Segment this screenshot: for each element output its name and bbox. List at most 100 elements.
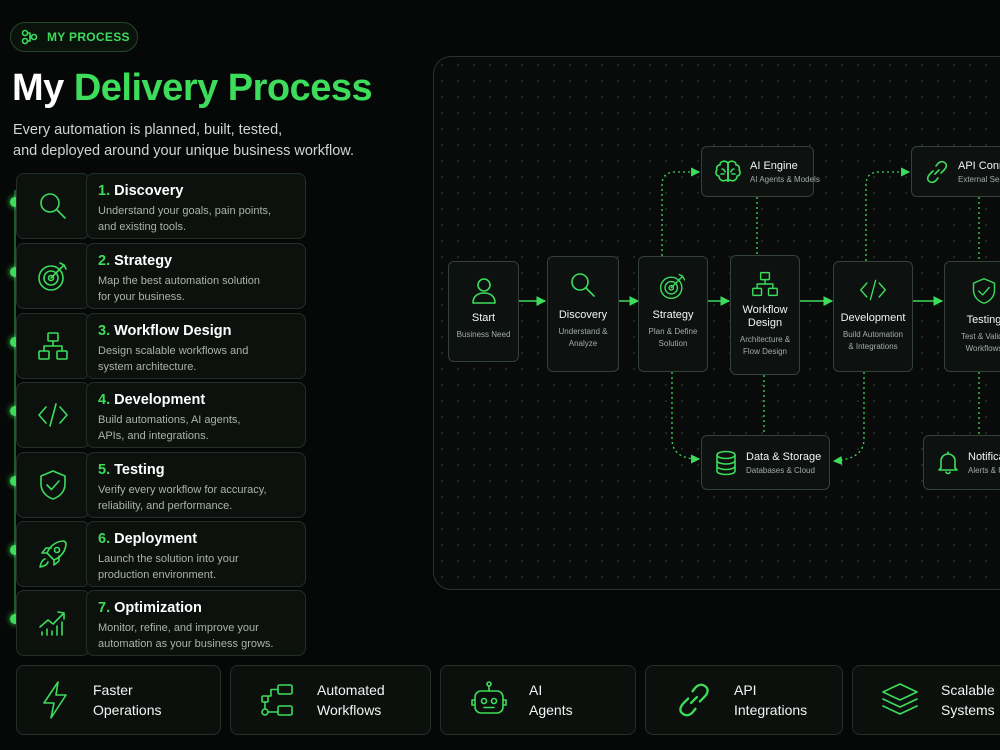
subtitle-line-2: and deployed around your unique business… xyxy=(13,143,354,159)
badge-label: MY PROCESS xyxy=(47,30,130,44)
node-development[interactable]: Development Build Automation& Integratio… xyxy=(833,261,913,372)
step-text: 5.Testing Verify every workflow for accu… xyxy=(86,452,306,518)
brain-icon xyxy=(714,159,742,185)
node-data-storage[interactable]: Data & Storage Databases & Cloud xyxy=(701,435,830,490)
step-icon-box xyxy=(16,521,90,587)
node-subtitle: Databases & Cloud xyxy=(746,465,815,475)
node-title: Data & Storage xyxy=(746,450,822,463)
title-white: My xyxy=(12,67,64,109)
step-deployment[interactable]: 6.Deployment Launch the solution into yo… xyxy=(10,521,306,587)
step-icon-box xyxy=(16,173,90,239)
database-icon xyxy=(714,450,738,476)
timeline-dot xyxy=(10,197,20,207)
bell-icon xyxy=(936,450,960,476)
step-text: 2.Strategy Map the best automation solut… xyxy=(86,243,306,309)
step-title: 1.Discovery xyxy=(98,183,184,199)
hierarchy-icon xyxy=(731,270,799,298)
node-subtitle: External Servi xyxy=(958,174,1000,184)
search-icon xyxy=(548,271,618,299)
step-title: 3.Workflow Design xyxy=(98,323,232,339)
subtitle-line-1: Every automation is planned, built, test… xyxy=(13,122,283,138)
link-icon xyxy=(924,159,950,185)
timeline-dot xyxy=(10,337,20,347)
layers-icon xyxy=(875,681,925,719)
step-description: Understand your goals, pain points,and e… xyxy=(98,205,272,233)
node-discovery[interactable]: Discovery Understand &Analyze xyxy=(547,256,619,372)
node-title: Development xyxy=(840,312,906,324)
link-icon xyxy=(668,681,720,719)
timeline-dot xyxy=(10,406,20,416)
node-subtitle: AI Agents & Models xyxy=(750,174,820,184)
step-development[interactable]: 4.Development Build automations, AI agen… xyxy=(10,382,306,448)
step-title: 2.Strategy xyxy=(98,253,173,269)
page-subtitle: Every automation is planned, built, test… xyxy=(13,120,403,162)
step-text: 3.Workflow Design Design scalable workfl… xyxy=(86,313,306,379)
step-title: 4.Development xyxy=(98,392,206,408)
node-title: Start xyxy=(471,312,496,324)
node-title: Strategy xyxy=(652,309,694,321)
title-green: Delivery Process xyxy=(73,67,373,109)
step-title: 6.Deployment xyxy=(98,531,198,547)
user-icon xyxy=(449,276,518,306)
node-title: AI Engine xyxy=(750,159,798,172)
flow-diagram-panel: Start Business Need Discovery Understand… xyxy=(433,56,1000,590)
node-subtitle: Alerts & U xyxy=(968,465,1000,475)
node-subtitle: Architecture &Flow Design xyxy=(739,335,791,356)
step-text: 4.Development Build automations, AI agen… xyxy=(86,382,306,448)
lightning-icon xyxy=(25,680,85,720)
node-api-connect[interactable]: API Conne External Servi xyxy=(911,146,1000,197)
shield-check-icon xyxy=(945,276,1000,306)
node-title: Notifica xyxy=(968,450,1000,463)
step-testing[interactable]: 5.Testing Verify every workflow for accu… xyxy=(10,452,306,518)
target-icon xyxy=(36,259,70,293)
step-icon-box xyxy=(16,243,90,309)
step-icon-box xyxy=(16,590,90,656)
step-text: 7.Optimization Monitor, refine, and impr… xyxy=(86,590,306,656)
step-description: Build automations, AI agents,APIs, and i… xyxy=(98,414,241,442)
node-subtitle: Test & ValidaWorkflows xyxy=(960,332,1000,353)
code-icon xyxy=(834,276,912,304)
step-strategy[interactable]: 2.Strategy Map the best automation solut… xyxy=(10,243,306,309)
code-icon xyxy=(36,399,70,431)
workflow-icon xyxy=(249,682,305,718)
step-optimization[interactable]: 7.Optimization Monitor, refine, and impr… xyxy=(10,590,306,656)
step-discovery[interactable]: 1.Discovery Understand your goals, pain … xyxy=(10,173,306,239)
connector-lines xyxy=(519,167,980,466)
step-text: 6.Deployment Launch the solution into yo… xyxy=(86,521,306,587)
node-start[interactable]: Start Business Need xyxy=(448,261,519,362)
timeline-dot xyxy=(10,476,20,486)
node-title: Testing xyxy=(966,314,1000,326)
timeline-dot xyxy=(10,267,20,277)
step-workflow-design[interactable]: 3.Workflow Design Design scalable workfl… xyxy=(10,313,306,379)
node-notifications[interactable]: Notifica Alerts & U xyxy=(923,435,1000,490)
node-testing[interactable]: Testing Test & ValidaWorkflows xyxy=(944,261,1000,372)
flow-icon xyxy=(21,29,39,45)
timeline-line xyxy=(14,190,16,620)
node-subtitle: Understand &Analyze xyxy=(558,327,608,348)
node-title: Discovery xyxy=(558,309,608,321)
search-icon xyxy=(37,190,69,222)
hierarchy-icon xyxy=(37,330,69,362)
node-title: API Conne xyxy=(958,159,1000,172)
step-description: Verify every workflow for accuracy,relia… xyxy=(98,484,267,512)
step-title: 7.Optimization xyxy=(98,600,202,616)
node-subtitle: Business Need xyxy=(456,330,511,339)
shield-check-icon xyxy=(37,468,69,502)
robot-icon xyxy=(463,680,515,720)
node-ai-engine[interactable]: AI Engine AI Agents & Models xyxy=(701,146,820,197)
